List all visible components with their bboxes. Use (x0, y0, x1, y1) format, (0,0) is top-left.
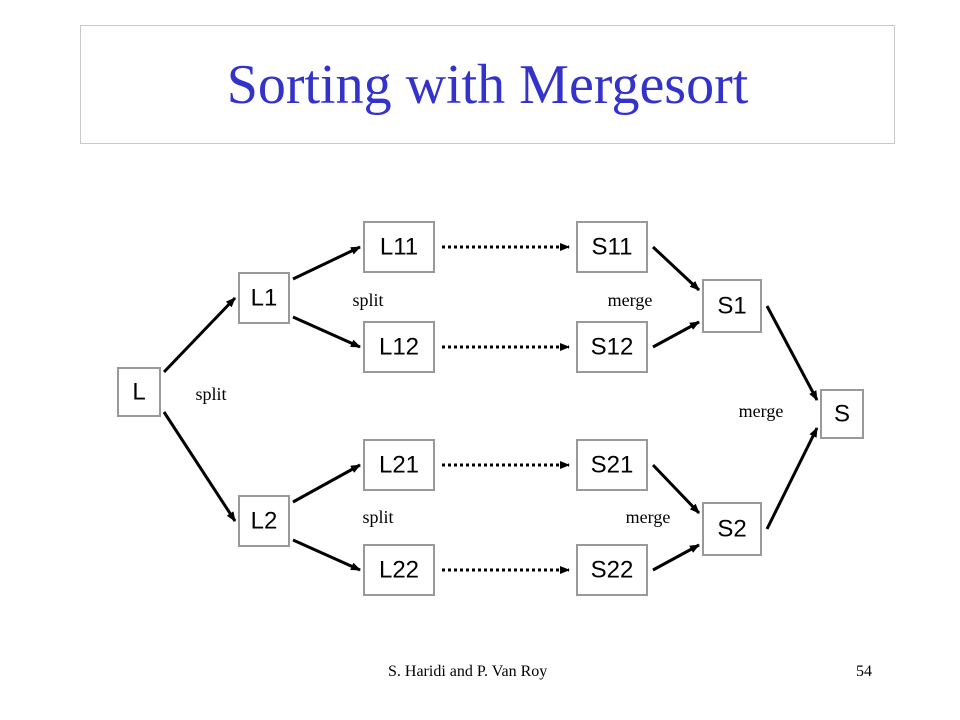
node-l22: L22 (363, 544, 435, 596)
label-split-root: split (195, 384, 226, 404)
edge-s1-to-s (765, 305, 819, 401)
node-label: L21 (379, 452, 419, 479)
edge-l2-to-l21 (292, 463, 361, 504)
node-box (702, 279, 762, 333)
node-s12: S12 (576, 321, 648, 373)
node-s21: S21 (576, 439, 648, 491)
edge-s21-to-s2 (651, 463, 701, 515)
node-label: L12 (379, 334, 419, 361)
edge-l2-to-l22 (292, 538, 361, 572)
node-label: L22 (379, 557, 419, 584)
node-box (576, 439, 648, 491)
edge-s22-to-s2 (652, 543, 700, 572)
node-label: L2 (251, 508, 278, 535)
title-box: Sorting with Mergesort (80, 25, 895, 144)
edge-s2-to-s (765, 427, 819, 530)
node-box (576, 544, 648, 596)
node-s1: S1 (702, 279, 762, 333)
node-box (238, 495, 290, 547)
label-merge-s2: merge (626, 507, 671, 527)
labels-layer: split split split merge merge merge (195, 290, 783, 527)
node-s11: S11 (576, 221, 648, 273)
label-merge-s: merge (739, 401, 784, 421)
node-box (238, 272, 290, 324)
edge-l-to-l2 (162, 411, 237, 522)
node-label: S1 (717, 293, 746, 320)
node-s2: S2 (702, 502, 762, 556)
node-label: L (132, 379, 145, 406)
node-box (576, 221, 648, 273)
footer-author: S. Haridi and P. Van Roy (388, 663, 548, 680)
node-box (702, 502, 762, 556)
node-box (363, 221, 435, 273)
label-merge-s1: merge (608, 290, 653, 310)
node-label: S22 (591, 557, 634, 584)
node-label: L11 (380, 234, 418, 261)
node-l1: L1 (238, 272, 290, 324)
node-box (363, 544, 435, 596)
node-box (576, 321, 648, 373)
edge-l1-to-l12 (292, 315, 361, 349)
page-number: 54 (856, 663, 872, 680)
node-l: L (117, 367, 161, 417)
node-s: S (820, 389, 864, 439)
edge-s12-to-s1 (652, 320, 700, 349)
node-box (363, 439, 435, 491)
edge-l1-to-l11 (292, 245, 361, 281)
node-label: S2 (717, 516, 746, 543)
node-label: L1 (251, 285, 278, 312)
edge-s11-to-s1 (651, 245, 701, 292)
node-box (820, 389, 864, 439)
node-l21: L21 (363, 439, 435, 491)
node-box (117, 367, 161, 417)
node-l12: L12 (363, 321, 435, 373)
edge-l-to-l1 (162, 296, 237, 374)
node-label: S11 (592, 234, 633, 261)
slide-title: Sorting with Mergesort (226, 53, 749, 116)
node-s22: S22 (576, 544, 648, 596)
node-label: S (834, 401, 850, 428)
node-box (363, 321, 435, 373)
node-l11: L11 (363, 221, 435, 273)
node-label: S21 (591, 452, 634, 479)
edges-layer (162, 243, 819, 574)
node-l2: L2 (238, 495, 290, 547)
node-label: S12 (591, 334, 634, 361)
label-split-l1: split (352, 290, 383, 310)
label-split-l2: split (362, 507, 393, 527)
